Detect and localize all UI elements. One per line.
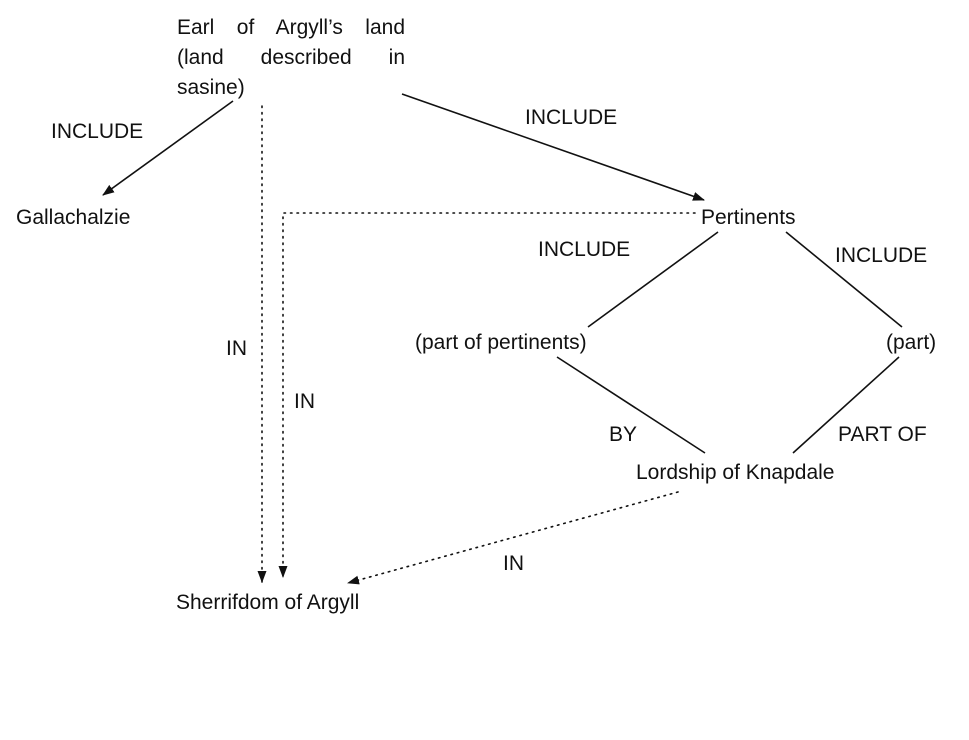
node-part: (part): [886, 331, 937, 354]
node-lordship-of-knapdale: Lordship of Knapdale: [636, 461, 835, 484]
edge-label-by: BY: [609, 423, 638, 446]
edge-earl-to-pertinents: [401, 93, 705, 201]
edge-pertinents-to-sherrifdom-dotted: [278, 212, 696, 578]
edge-lordship-to-sherrifdom-dotted: [347, 491, 679, 585]
node-part-of-pertinents: (part of pertinents): [415, 331, 587, 354]
edge-earl-to-gallachalzie: [102, 100, 234, 196]
edge-label-include-pertinents: INCLUDE: [525, 106, 618, 129]
edge-label-part-of: PART OF: [838, 423, 927, 446]
edge-pertinents-to-part-of-pertinents: [587, 231, 719, 328]
edge-label-include-part-of-pertinents: INCLUDE: [538, 238, 631, 261]
edge-label-in-earl-sherrifdom: IN: [226, 337, 247, 360]
edge-label-include-part: INCLUDE: [835, 244, 928, 267]
edge-pertinents-to-part: [785, 231, 903, 328]
edge-label-in-lordship-sherrifdom: IN: [503, 552, 524, 575]
edge-part-of-pertinents-to-lordship: [556, 356, 706, 454]
edge-label-in-pertinents-sherrifdom: IN: [294, 390, 315, 413]
node-sherrifdom-of-argyll: Sherrifdom of Argyll: [176, 591, 360, 614]
edge-part-to-lordship: [792, 356, 900, 454]
node-earl-of-argylls-land: Earl of Argyll’s land (land described in…: [177, 16, 405, 99]
node-gallachalzie: Gallachalzie: [16, 206, 131, 229]
node-pertinents: Pertinents: [701, 206, 796, 229]
edge-label-include-gallachalzie: INCLUDE: [51, 120, 144, 143]
